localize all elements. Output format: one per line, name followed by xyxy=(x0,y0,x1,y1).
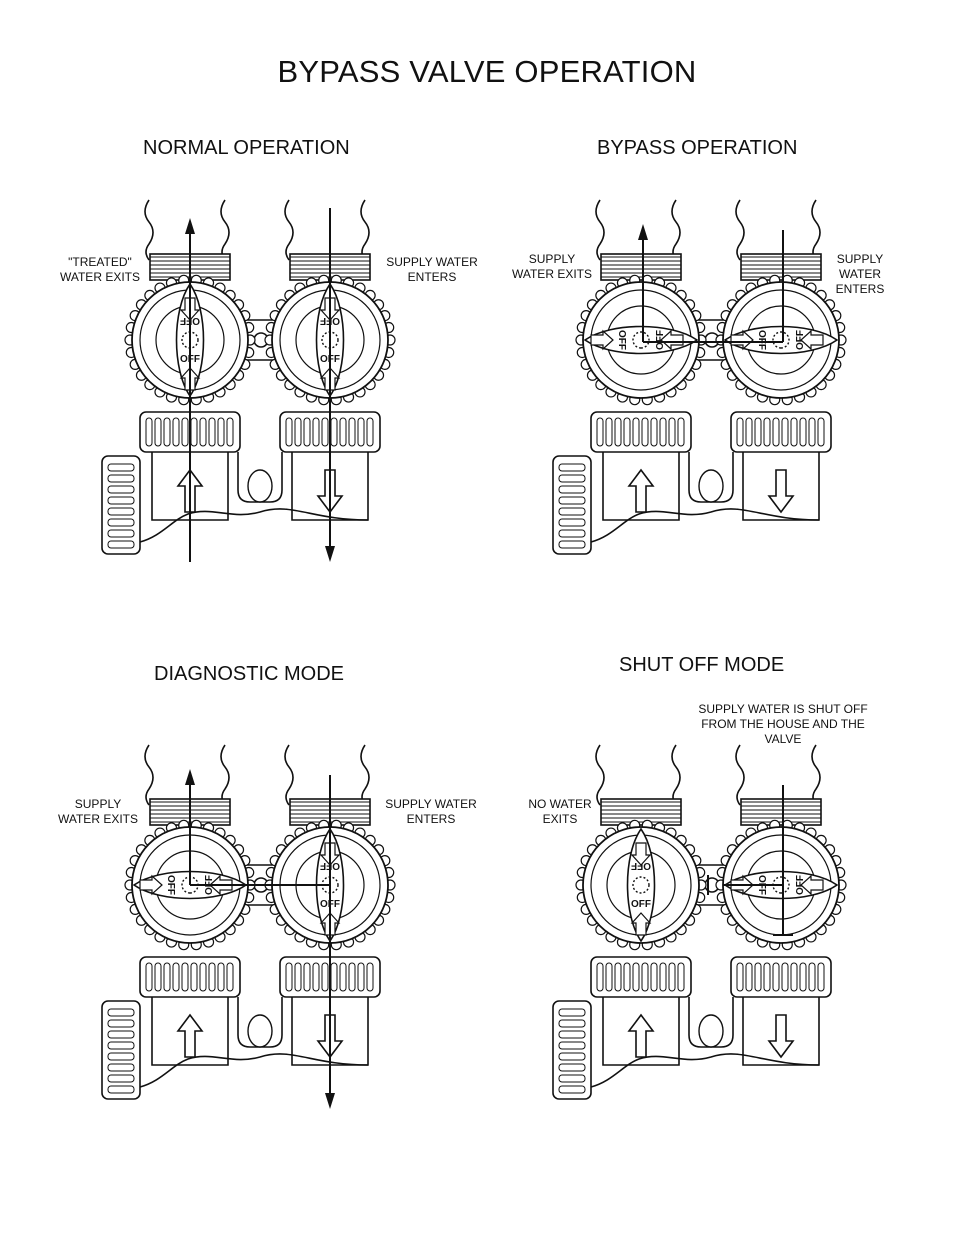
panel-title-bypass: BYPASS OPERATION xyxy=(597,137,798,159)
page-title: BYPASS VALVE OPERATION xyxy=(277,54,697,89)
panel-title-shutoff: SHUT OFF MODE xyxy=(619,654,785,676)
flow-arrows-bypass xyxy=(638,224,784,343)
valve-diagram-shutoff: OFFOFFOFFOFF xyxy=(552,744,847,1100)
svg-text:OFF: OFF xyxy=(165,875,176,895)
panel-title-diagnostic: DIAGNOSTIC MODE xyxy=(154,663,345,685)
valve-diagram-bypass: OFFOFFOFFOFF xyxy=(552,199,847,555)
svg-text:OFF: OFF xyxy=(756,330,767,350)
flow-arrows-normal xyxy=(185,208,335,562)
valve-diagram-diagnostic: OFFOFFOFFOFF xyxy=(101,744,396,1109)
label-treated-water-exits: "TREATED"WATER EXITS xyxy=(59,255,140,284)
svg-text:OFF: OFF xyxy=(631,899,651,910)
svg-text:OFF: OFF xyxy=(616,330,627,350)
panel-title-normal: NORMAL OPERATION xyxy=(143,137,350,159)
flow-arrows-diagnostic xyxy=(185,769,335,1109)
valve-diagram-normal: OFFOFFOFFOFF xyxy=(101,199,396,562)
flow-arrows-shutoff xyxy=(707,785,793,936)
